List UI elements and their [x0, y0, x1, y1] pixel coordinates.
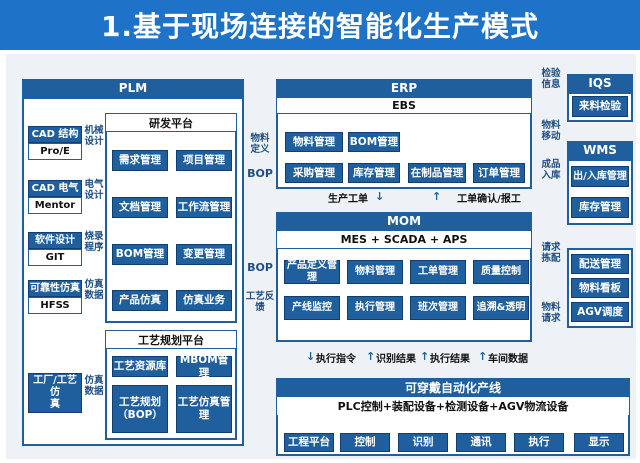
wms-header: WMS	[567, 141, 633, 159]
arrow-icon: ↑	[478, 350, 488, 363]
inspection-info-label: 检验 信息	[541, 68, 561, 90]
rd-item-block: 产品仿真	[112, 290, 168, 311]
erp-item-block: 订单管理	[473, 163, 525, 183]
tool-value-box: GIT	[28, 249, 82, 266]
rd-platform-title: 研发平台	[106, 114, 236, 132]
automation-header: 可穿戴自动化产线	[276, 378, 630, 396]
automation-item-block: 工程平台	[284, 433, 334, 452]
process-item-block: MBOM管理	[176, 354, 232, 379]
mom-item-block: 物料管理	[347, 260, 403, 284]
bottom-flow-label: 车间数据	[488, 354, 528, 365]
process-item-block: 工艺规划 （BOP）	[112, 385, 168, 433]
product-in-label: 成品 入库	[541, 159, 561, 181]
erp-item-block: 库存管理	[348, 163, 400, 183]
material-def-label: 物料 定义	[250, 133, 270, 155]
logistics-item-block: AGV调度	[571, 302, 629, 322]
page-title: 1.基于现场连接的智能化生产模式	[0, 0, 640, 50]
rd-item-block: 工作流管理	[176, 197, 232, 218]
production-order-label: 生产工单	[328, 194, 368, 205]
erp-item-block: 采购管理	[285, 163, 343, 183]
tool-link-label: 机械 设计	[84, 125, 104, 147]
logistics-item-block: 物料看板	[571, 278, 629, 298]
bottom-flow-label: 执行指令	[316, 354, 356, 365]
rd-platform-frame	[105, 113, 237, 323]
mom-item-block: 追溯&透明	[473, 296, 529, 320]
automation-item-block: 控制	[340, 433, 390, 452]
mom-item-block: 产线监控	[284, 296, 340, 320]
mom-item-block: 执行管理	[347, 296, 403, 320]
arrow-icon: ↑	[366, 350, 376, 363]
material-move-label: 物料 移动	[541, 120, 561, 142]
rd-item-block: 变更管理	[176, 244, 232, 265]
tool-value-box: Pro/E	[28, 143, 82, 160]
erp-item-block: 物料管理	[285, 132, 343, 152]
request-pick-label: 请求 拣配	[541, 242, 561, 264]
logistics-item-block: 配送管理	[571, 254, 629, 274]
automation-item-block: 识别	[398, 433, 448, 452]
rd-item-block: 仿真业务	[176, 290, 232, 311]
rd-item-block: BOM管理	[112, 244, 168, 265]
tool-link-label: 电气 设计	[84, 179, 104, 201]
mom-sub: MES + SCADA + APS	[277, 231, 531, 249]
erp-item-block: BOM管理	[348, 132, 400, 152]
tool-name-block: 可靠性仿真	[28, 280, 82, 297]
bop-label-2: BOP	[247, 261, 273, 274]
tool-value-box: HFSS	[28, 297, 82, 314]
bottom-flow-label: 识别结果	[376, 354, 416, 365]
bop-label-1: BOP	[247, 167, 273, 180]
tool-name-block: CAD 电气	[28, 180, 82, 197]
factory-sim-data-label: 仿真 数据	[84, 375, 104, 397]
order-confirm-label: 工单确认/报工	[457, 194, 521, 205]
erp-sub: EBS	[277, 98, 531, 114]
process-platform-title: 工艺规划平台	[106, 331, 236, 349]
process-item-block: 工艺资源库	[112, 356, 168, 377]
arrow-icon: ↓	[306, 350, 316, 363]
wms-inventory-block: 库存管理	[571, 197, 629, 218]
mom-header: MOM	[276, 212, 532, 230]
mom-item-block: 产品定义管 理	[284, 260, 340, 284]
bottom-flow-label: 执行结果	[430, 354, 470, 365]
incoming-inspection-block: 来料检验	[572, 96, 628, 117]
arrow-down-icon: ↓	[375, 190, 385, 203]
arrow-icon: ↑	[420, 350, 430, 363]
erp-header: ERP	[276, 79, 532, 97]
automation-sub: PLC控制+装配设备+检测设备+AGV物流设备	[277, 397, 629, 415]
plm-header: PLM	[22, 79, 244, 97]
qms-header: IQS	[567, 74, 633, 92]
rd-item-block: 需求管理	[112, 150, 168, 171]
tool-name-block: 软件设计	[28, 232, 82, 249]
inout-stock-block: 出/入库管理	[571, 166, 629, 187]
tool-link-label: 仿真 数据	[84, 279, 104, 301]
mom-item-block: 质量控制	[473, 260, 529, 284]
automation-item-block: 显示	[574, 433, 624, 452]
factory-sim-block: 工厂/工艺仿 真	[28, 373, 82, 413]
material-request-label: 物料 请求	[541, 302, 561, 324]
process-item-block: 工艺仿真管 理	[176, 385, 232, 433]
tool-value-box: Mentor	[28, 197, 82, 214]
automation-item-block: 执行	[514, 433, 564, 452]
process-feedback-label: 工艺反 馈	[245, 291, 275, 313]
mom-item-block: 工单管理	[410, 260, 466, 284]
mom-item-block: 班次管理	[410, 296, 466, 320]
erp-item-block: 在制品管理	[408, 163, 466, 183]
tool-link-label: 烧录 程序	[84, 231, 104, 253]
automation-item-block: 通讯	[456, 433, 506, 452]
rd-item-block: 文档管理	[112, 197, 168, 218]
rd-item-block: 项目管理	[176, 150, 232, 171]
tool-name-block: CAD 结构	[28, 126, 82, 143]
arrow-up-icon: ↑	[432, 190, 442, 203]
